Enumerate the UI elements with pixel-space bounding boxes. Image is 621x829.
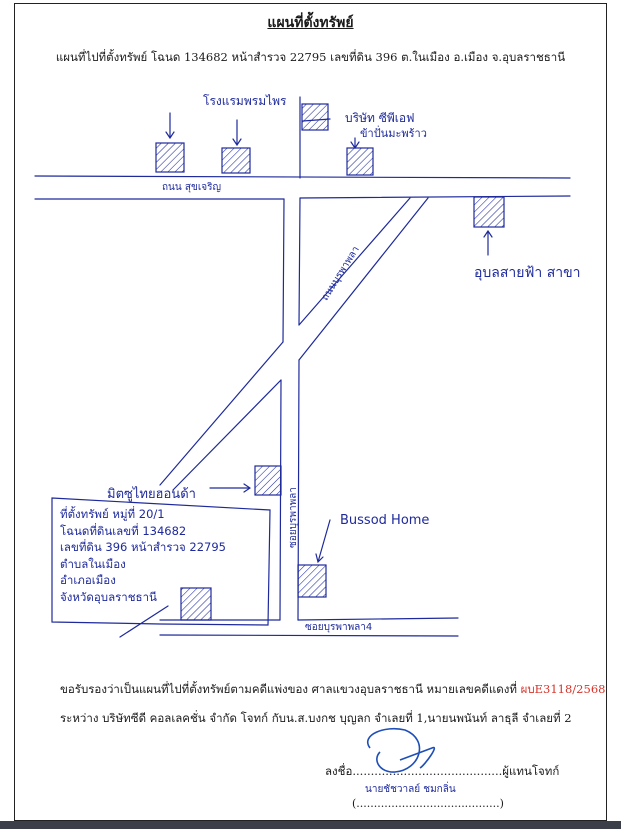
certification-text: ขอรับรองว่าเป็นแผนที่ไปที่ตั้งทรัพย์ตามค…: [60, 682, 521, 696]
building-hotel: [301, 103, 329, 131]
property-line: โฉนดที่ดินเลขที่ 134682: [60, 523, 187, 538]
building-company: [346, 147, 374, 176]
road-vertical-left-edge: [279, 198, 285, 621]
building-property: [180, 587, 212, 621]
property-box: [51, 497, 271, 626]
road-bottom-upper-edge: [159, 617, 459, 621]
property-line: อำเภอเมือง: [60, 573, 116, 587]
building-bussod: [297, 564, 327, 598]
certification-line-1: ขอรับรองว่าเป็นแผนที่ไปที่ตั้งทรัพย์ตามค…: [60, 681, 605, 699]
label-ubon: อุบลสายฟ้า สาขา: [474, 265, 581, 281]
document-frame: [14, 3, 607, 821]
signature-scribble: [367, 728, 435, 773]
road-top-upper-edge: [34, 175, 571, 179]
label-bussod: Bussod Home: [340, 513, 430, 528]
label-soi-bottom: ซอยบุรพาพลา4: [305, 622, 373, 633]
document-title: แผนที่ตั้งทรัพย์: [267, 15, 354, 31]
label-company-sub: ข้าปั่นมะพร้าว: [360, 127, 427, 140]
certification-line-2: ระหว่าง บริษัทซีดี คอลเลคชั่น จำกัด โจทก…: [60, 711, 572, 725]
signature-line: ลงชื่อ..................................…: [325, 764, 560, 778]
property-line: จังหวัดอุบลราชธานี: [60, 589, 157, 604]
building-left-2: [221, 147, 251, 174]
building-mitsu: [254, 465, 282, 496]
property-line: ที่ตั้งทรัพย์ หมู่ที่ 20/1: [60, 507, 165, 521]
road-bottom-lower-edge: [159, 634, 459, 637]
signer-name: นายชัชวาลย์ ชมกลิ่น: [365, 784, 456, 795]
case-number: ผบE3118/2568: [520, 682, 606, 696]
building-left-1: [155, 142, 185, 173]
label-road-top: ถนน สุขเจริญ: [162, 182, 222, 193]
road-top-lower-edge: [34, 195, 571, 200]
property-line: ตำบลในเมือง: [60, 556, 126, 571]
label-hotel: โรงแรมพรมไพร: [203, 94, 287, 108]
building-ubon: [473, 196, 505, 228]
road-diagonal-lower-edge: [172, 197, 429, 491]
document-subtitle: แผนที่ไปที่ตั้งทรัพย์ โฉนด 134682 หน้าสำ…: [55, 50, 566, 64]
label-road-vertical: ซอยบุรพาพลา: [288, 487, 299, 548]
road-diagonal-upper-edge: [159, 197, 411, 486]
label-mitsu: มิตซูไทยฮอนด้า: [107, 487, 196, 502]
bottom-bar: [0, 821, 621, 829]
label-company: บริษัท ซีพีเอฟ: [345, 111, 415, 125]
signature-parenthesis: (.......................................…: [352, 797, 504, 810]
property-description: ที่ตั้งทรัพย์ หมู่ที่ 20/1 โฉนดที่ดินเลข…: [60, 506, 226, 605]
property-line: เลขที่ดิน 396 หน้าสำรวจ 22795: [60, 540, 226, 554]
